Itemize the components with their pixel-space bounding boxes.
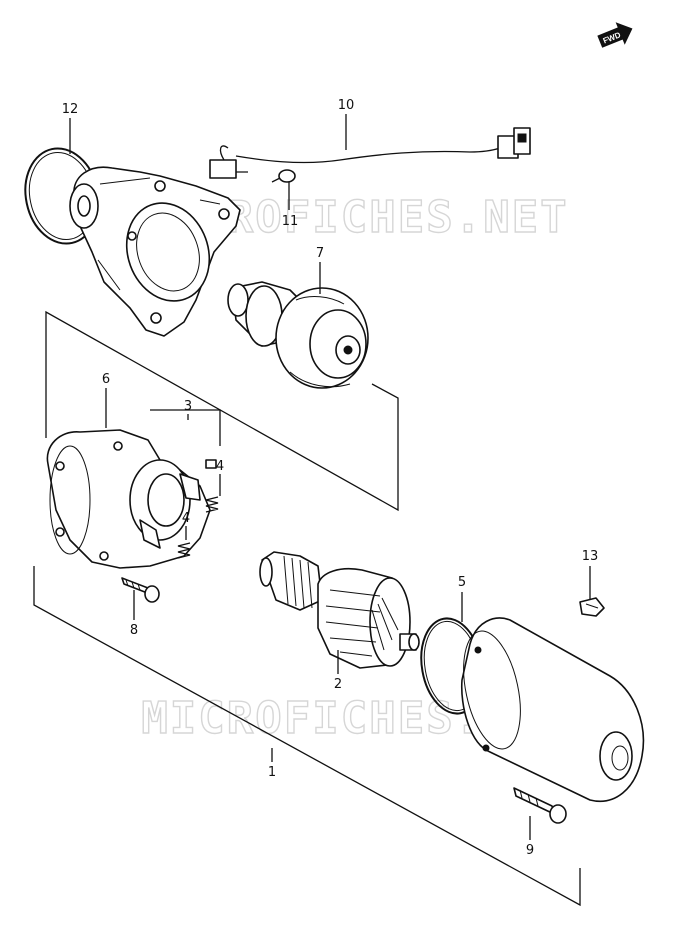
- fwd-arrow-icon: FWD: [597, 22, 633, 48]
- callout-6: 6: [102, 372, 110, 387]
- part-6-rear-housing: [46, 429, 211, 569]
- part-2-armature: [259, 551, 420, 669]
- callout-4-upper: 4: [216, 459, 224, 474]
- callout-labels: 12 10 11 7 6 3 4 4 8 2 5 13 9 1: [62, 98, 599, 858]
- callout-5: 5: [458, 575, 466, 590]
- part-7-starter-clutch: [227, 281, 369, 389]
- leader-lines: [69, 114, 591, 840]
- callout-10: 10: [338, 98, 355, 113]
- part-4-springs: [177, 459, 219, 559]
- callout-9: 9: [526, 843, 534, 858]
- part-9-bolt: [513, 787, 567, 824]
- part-11-screw: [271, 169, 296, 183]
- callout-11: 11: [282, 214, 299, 229]
- starter-yoke: [460, 617, 645, 802]
- part-8-bolt: [121, 577, 160, 603]
- callout-13: 13: [582, 549, 599, 564]
- callout-1: 1: [268, 765, 276, 780]
- callout-12: 12: [62, 102, 79, 117]
- callout-2: 2: [334, 677, 342, 692]
- drive-housing: [69, 166, 241, 337]
- part-13-clip: [579, 597, 605, 617]
- callout-3: 3: [184, 399, 192, 414]
- assembly-bracket-lines: [33, 310, 581, 907]
- callout-8: 8: [130, 623, 138, 638]
- callout-4-lower: 4: [182, 511, 190, 526]
- part-10-lead-wire: [209, 127, 531, 179]
- callout-7: 7: [316, 246, 324, 261]
